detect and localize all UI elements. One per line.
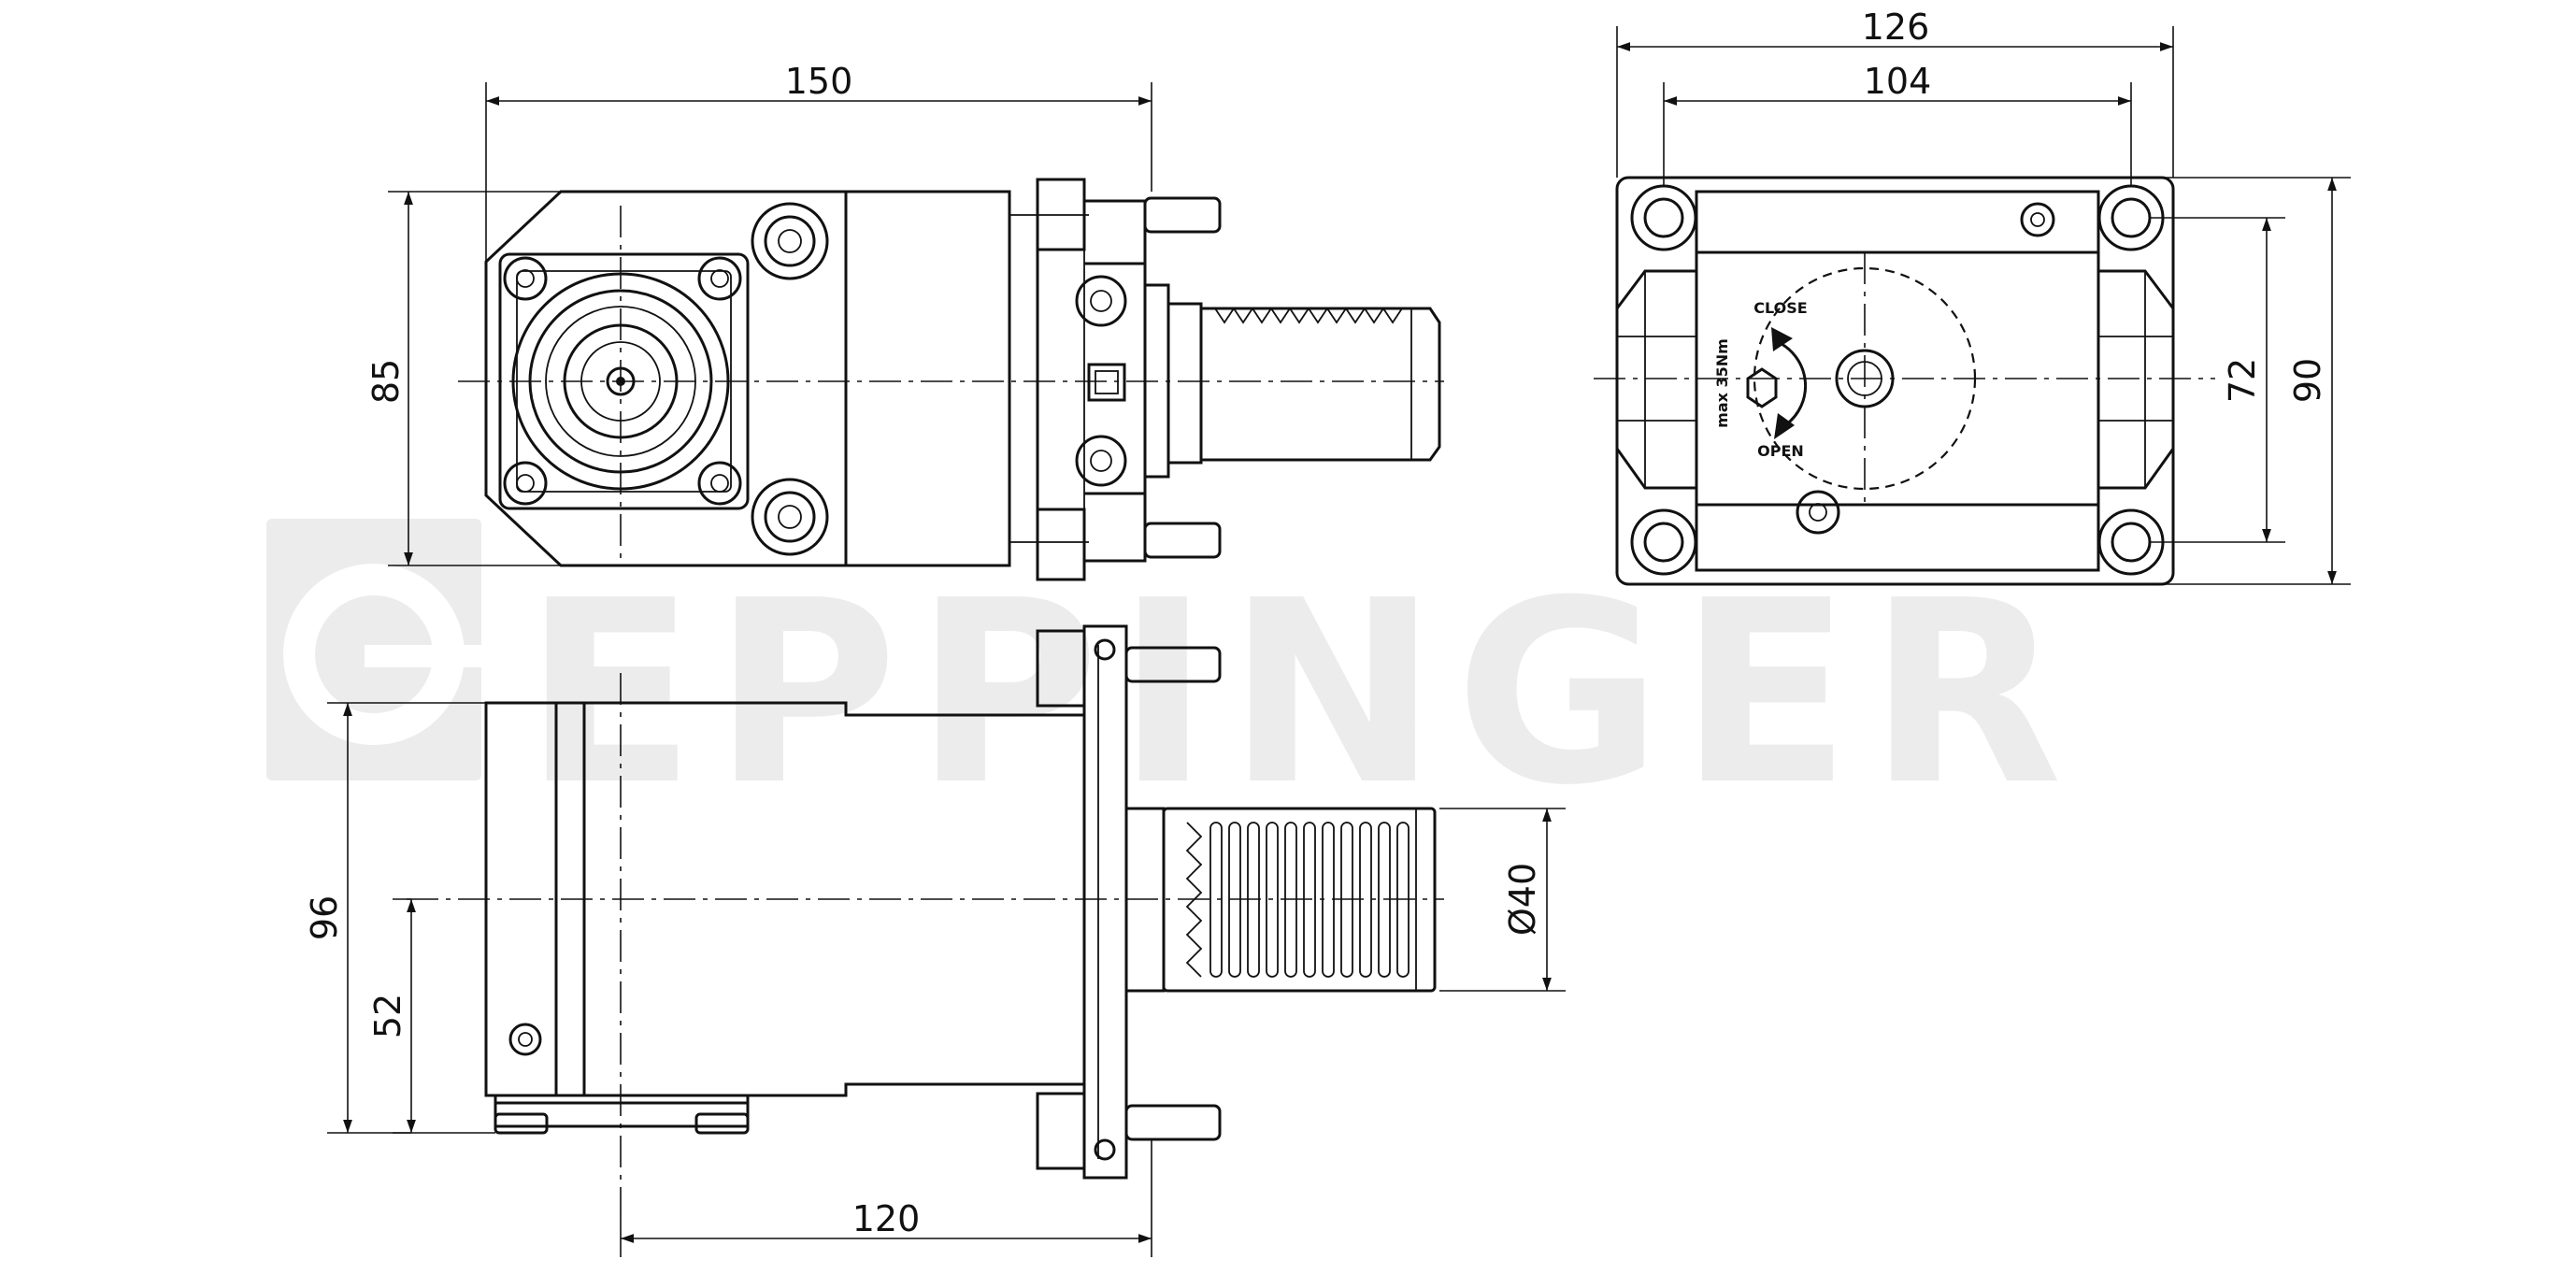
top-view: 96 52 120 Ø40	[304, 624, 1566, 1257]
dim-96-label: 96	[304, 895, 345, 940]
side-hidden-circle	[1753, 266, 1977, 491]
dim-104: 104	[1663, 61, 2132, 187]
dim-90: 90	[2150, 177, 2351, 585]
open-label: OPEN	[1757, 442, 1804, 460]
front-square-flange	[498, 252, 750, 510]
collet-nut	[511, 272, 730, 491]
watermark-text: EPPINGER	[523, 546, 2080, 840]
front-mount-screws	[751, 202, 829, 556]
dim-72-label: 72	[2222, 358, 2263, 403]
front-studs	[1143, 196, 1222, 559]
dim-96: 96	[304, 702, 495, 1134]
dim-126: 126	[1616, 7, 2174, 178]
dim-52-label: 52	[367, 994, 408, 1038]
dim-104-label: 104	[1864, 61, 1932, 102]
front-view: 150 85	[365, 61, 1444, 581]
open-close-indicator: CLOSE max 35Nm OPEN	[1713, 299, 1808, 460]
torque-label: max 35Nm	[1713, 338, 1731, 428]
watermark: EPPINGER	[266, 519, 2080, 840]
dim-85: 85	[365, 191, 561, 566]
dim-126-label: 126	[1862, 7, 1930, 48]
dim-85-label: 85	[365, 359, 407, 404]
close-label: CLOSE	[1753, 299, 1807, 317]
dim-150: 150	[485, 61, 1152, 262]
dim-diameter-40: Ø40	[1439, 808, 1566, 992]
dim-120-label: 120	[852, 1198, 921, 1239]
shank-serrations	[1209, 822, 1410, 978]
dim-120: 120	[620, 1140, 1152, 1257]
side-outer-body	[1615, 176, 2175, 586]
front-clamp-blocks	[1036, 178, 1147, 581]
dim-90-label: 90	[2287, 358, 2328, 403]
side-view: CLOSE max 35Nm OPEN 126 104 72	[1594, 7, 2351, 586]
dim-52: 52	[367, 898, 416, 1134]
side-corner-bolts	[1630, 184, 2165, 576]
dim-150-label: 150	[785, 61, 853, 102]
top-shank	[1124, 807, 1437, 993]
dim-72: 72	[2150, 217, 2285, 543]
flange-bolts	[503, 256, 742, 506]
dim-diameter-label: Ø40	[1502, 863, 1543, 936]
front-shank	[1145, 283, 1441, 479]
